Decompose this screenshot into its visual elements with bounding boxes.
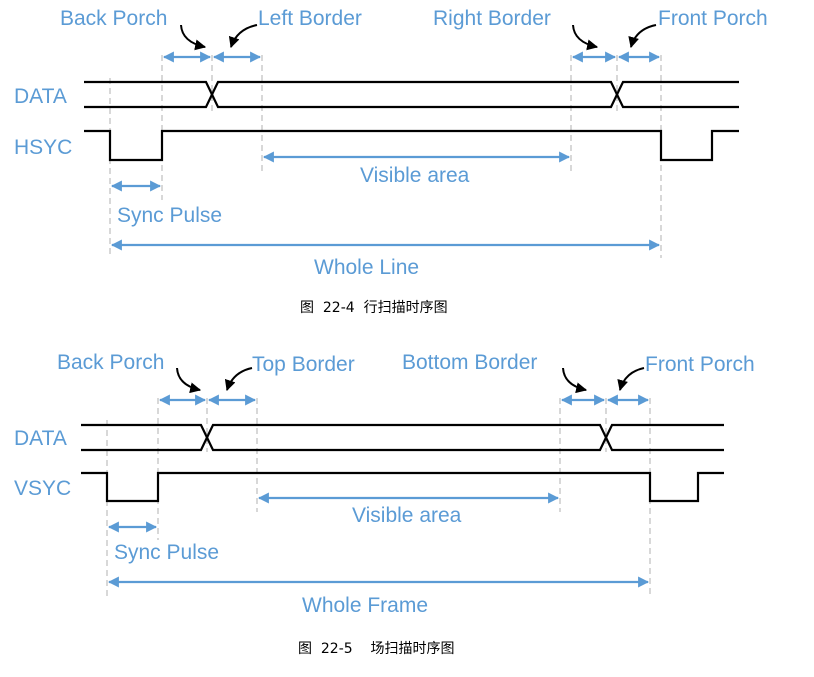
back-porch-label: Back Porch (60, 7, 167, 30)
front-porch-label: Front Porch (645, 353, 755, 376)
visible-area-label: Visible area (360, 164, 470, 187)
whole-frame-label: Whole Frame (302, 594, 428, 617)
front-porch-label: Front Porch (658, 7, 768, 30)
right-border-label: Right Border (433, 7, 551, 30)
back-porch-pointer-arrow (176, 367, 202, 394)
sync-pulse-label: Sync Pulse (114, 541, 219, 564)
bottom-border-label: Bottom Border (402, 351, 537, 374)
front-porch-pointer-arrow (617, 367, 645, 392)
back-porch-label: Back Porch (57, 351, 164, 374)
sync-signal-waveform (84, 129, 739, 162)
sync-signal-waveform (81, 471, 724, 503)
whole-line-label: Whole Line (314, 256, 419, 279)
left-border-label: Left Border (258, 7, 362, 30)
back-porch-pointer-arrow (180, 24, 207, 51)
right-border-pointer-arrow (572, 24, 599, 51)
line-timing-diagram: Back Porch Left Border Right Border Fron… (14, 7, 768, 316)
visible-area-label: Visible area (352, 504, 462, 527)
sync-pulse-label: Sync Pulse (117, 204, 222, 227)
top-border-label: Top Border (252, 353, 355, 376)
frame-timing-diagram: Back Porch Top Border Bottom Border Fron… (14, 351, 755, 657)
figure-caption: 图 22-5 场扫描时序图 (298, 641, 454, 657)
data-signal-label: DATA (14, 85, 67, 108)
sync-signal-label: HSYC (14, 136, 72, 159)
data-bus-signal (84, 80, 739, 109)
figure-caption: 图 22-4 行扫描时序图 (300, 300, 448, 316)
top-border-pointer-arrow (224, 367, 253, 392)
sync-signal-label: VSYC (14, 477, 71, 500)
front-porch-pointer-arrow (628, 24, 657, 49)
data-signal-label: DATA (14, 427, 67, 450)
left-border-pointer-arrow (228, 24, 258, 49)
bottom-border-pointer-arrow (562, 367, 588, 394)
data-bus-signal (81, 423, 724, 452)
